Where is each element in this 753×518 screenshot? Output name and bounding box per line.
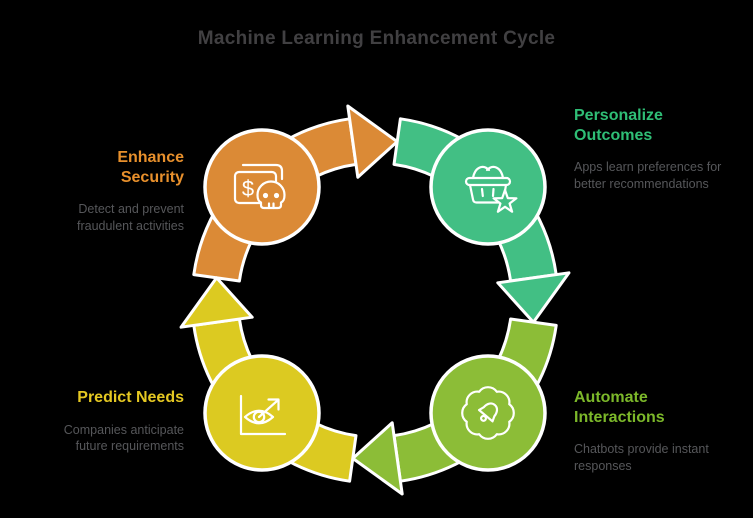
basket-rim [464,176,512,187]
stage-block-predict-needs: Predict Needs Companies anticipate futur… [44,388,184,455]
stage-description-automate-interactions: Chatbots provide instant responses [574,442,709,473]
skull-shape [256,180,286,210]
shopping-basket-star-icon [464,165,518,213]
stage-label-predict-needs: Predict Needs [77,389,184,406]
skull-eye-right [273,192,280,199]
circle-automate-interactions [429,354,547,472]
eye-forecast-chart-icon [239,394,287,436]
dollar-sign: $ [242,176,254,201]
stage-label-automate-interactions: Automate Interactions [574,389,665,426]
fraud-card-skull-icon: $ [233,163,286,210]
stage-block-enhance-security: Enhance Security Detect and prevent frau… [52,148,184,235]
stage-block-automate-interactions: Automate Interactions Chatbots provide i… [574,388,739,475]
skull-eye-left [262,192,269,199]
stage-description-personalize-outcomes: Apps learn preferences for better recomm… [574,160,722,191]
stage-description-enhance-security: Detect and prevent fraudulent activities [76,202,184,233]
trend-arrow-shaft [257,399,279,419]
basket-slats [480,187,495,198]
bell-shape [477,402,499,423]
page-title: Machine Learning Enhancement Cycle [197,28,556,49]
star-shape [492,188,518,213]
trend-arrow-head [267,398,280,411]
stage-label-personalize-outcomes: Personalize Outcomes [574,107,663,144]
stage-block-personalize-outcomes: Personalize Outcomes Apps learn preferen… [574,106,724,193]
arrow-down-icon [496,271,571,324]
skull-teeth [267,202,275,210]
eye-outline [243,409,275,425]
gear-outline [461,386,515,440]
arrow-right-icon [346,104,399,179]
eye-pupil [252,410,266,424]
back-card-shape [241,163,284,181]
circle-personalize-outcomes [429,128,547,246]
arrow-up-icon [179,276,254,329]
basket-handle-right [485,165,505,180]
stage-label-enhance-security: Enhance Security [117,149,184,186]
arrow-left-icon [351,421,404,496]
gear-bell-icon [461,386,515,440]
chart-axes [239,394,287,436]
stage-description-predict-needs: Companies anticipate future requirements [63,422,184,454]
